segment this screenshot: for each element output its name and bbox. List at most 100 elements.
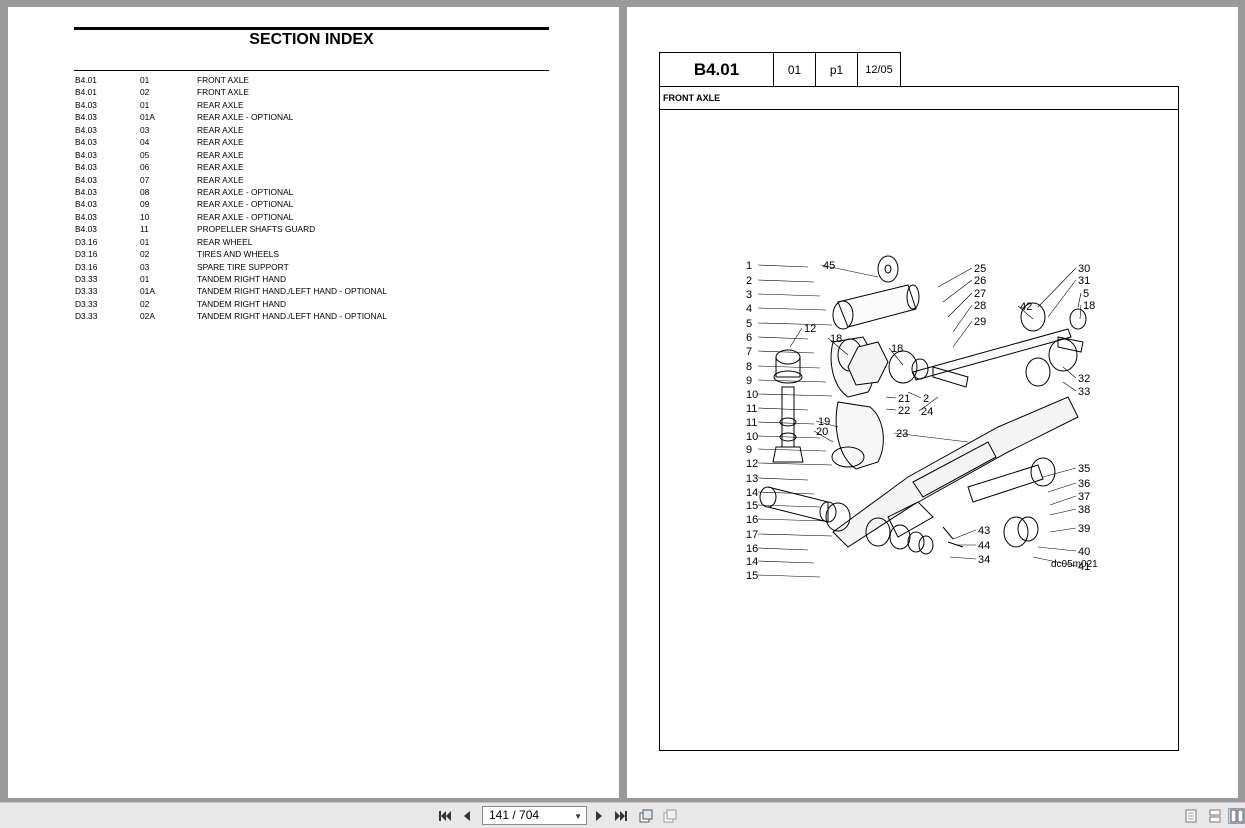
index-section: B4.01 — [75, 75, 97, 85]
callout-leader — [757, 448, 827, 452]
callout-leader — [757, 293, 821, 297]
diagram-frame: FRONT AXLE — [659, 86, 1179, 751]
index-section: B4.03 — [75, 199, 97, 210]
callout-leader — [820, 264, 879, 278]
callout-leader — [888, 347, 904, 366]
callout-leader — [942, 279, 973, 303]
callout-leader — [757, 407, 809, 411]
continuous-icon[interactable] — [1207, 808, 1223, 824]
chevron-down-icon: ▼ — [574, 812, 582, 821]
viewer-toolbar: 141 / 704 ▼ — [0, 802, 1245, 828]
index-number: 02A — [140, 311, 155, 322]
single-page-icon[interactable] — [1183, 808, 1199, 824]
callout-label: 14 — [746, 487, 758, 499]
callout-label: 26 — [974, 275, 986, 287]
callout-leader — [907, 391, 922, 399]
index-section: B4.03 — [75, 162, 97, 173]
index-number: 03 — [140, 261, 150, 272]
callout-leader — [757, 504, 821, 508]
index-description: TIRES AND WHEELS — [197, 249, 279, 260]
callout-label: 33 — [1078, 386, 1090, 398]
callout-leader — [1017, 305, 1034, 320]
callout-leader — [757, 350, 815, 354]
callout-label: 18 — [891, 343, 903, 355]
index-section: D3.33 — [75, 274, 98, 284]
callout-leader — [757, 279, 815, 283]
last-page-icon[interactable] — [613, 808, 629, 824]
callout-label: 2 — [923, 393, 929, 405]
callout-leader — [757, 365, 821, 369]
callout-label: 1 — [746, 260, 752, 272]
title-rule-bottom — [74, 70, 549, 71]
callout-label: 30 — [1078, 263, 1090, 275]
callout-label: 36 — [1078, 478, 1090, 490]
index-number: 01 — [140, 99, 150, 110]
index-description: REAR AXLE — [197, 162, 244, 173]
first-page-icon[interactable] — [437, 808, 453, 824]
index-number: 02 — [140, 298, 150, 309]
callout-label: 37 — [1078, 491, 1090, 503]
index-description: REAR WHEEL — [197, 236, 253, 247]
index-description: REAR AXLE - OPTIONAL — [197, 186, 294, 197]
callout-leader — [1049, 508, 1077, 516]
callout-label: 22 — [898, 405, 910, 417]
index-number: 01A — [140, 286, 155, 297]
callout-leader — [757, 322, 833, 326]
page-number-select[interactable]: 141 / 704 ▼ — [482, 806, 587, 825]
index-description: FRONT AXLE — [197, 75, 249, 85]
diagram-title: FRONT AXLE — [660, 87, 1178, 110]
index-section: B4.03 — [75, 149, 97, 160]
index-number: 08 — [140, 186, 150, 197]
index-description: PROPELLER SHAFTS GUARD — [197, 224, 316, 235]
index-description: REAR AXLE — [197, 99, 244, 110]
index-section: B4.03 — [75, 99, 97, 110]
index-number: 02 — [140, 87, 150, 98]
index-number: 01 — [140, 274, 150, 284]
callout-label: 27 — [974, 288, 986, 300]
callout-label: 41 — [1078, 561, 1090, 573]
index-description: REAR AXLE - OPTIONAL — [197, 211, 294, 222]
index-section: D3.16 — [75, 249, 98, 260]
index-number: 01 — [140, 236, 150, 247]
callout-label: 31 — [1078, 275, 1090, 287]
callout-leader — [757, 574, 821, 578]
callout-label: 20 — [816, 426, 828, 438]
section-code: B4.01 — [659, 52, 774, 87]
index-section: B4.03 — [75, 174, 97, 185]
callout-leader — [757, 264, 809, 268]
callout-label: 35 — [1078, 463, 1090, 475]
callout-label: 42 — [1020, 301, 1032, 313]
callout-label: 43 — [978, 525, 990, 537]
callout-label: 11 — [746, 417, 757, 429]
callout-label: 34 — [978, 554, 990, 566]
next-page-icon[interactable] — [591, 808, 607, 824]
callout-leader — [1049, 495, 1077, 506]
prev-page-icon[interactable] — [459, 808, 475, 824]
callout-leader — [757, 462, 833, 466]
callout-leader — [949, 556, 977, 560]
callout-leader — [757, 393, 833, 397]
front-axle-exploded-diagram: 1234567891011111091213141516171614154512… — [746, 255, 1098, 582]
callout-label: 9 — [746, 375, 752, 387]
revision-date: 12/05 — [857, 52, 901, 87]
callout-leader — [937, 267, 973, 288]
index-section: B4.03 — [75, 137, 97, 148]
callout-leader — [827, 337, 849, 356]
callout-leader — [813, 430, 834, 443]
callout-leader — [1062, 381, 1077, 392]
callout-label: 16 — [746, 543, 758, 555]
facing-pages-icon[interactable] — [1228, 808, 1245, 824]
callout-leader — [1079, 304, 1082, 320]
copy-icon[interactable] — [662, 808, 678, 824]
callout-leader — [885, 396, 897, 399]
index-description: REAR AXLE — [197, 149, 244, 160]
rotate-icon[interactable] — [638, 808, 654, 824]
callout-label: 5 — [746, 318, 752, 330]
